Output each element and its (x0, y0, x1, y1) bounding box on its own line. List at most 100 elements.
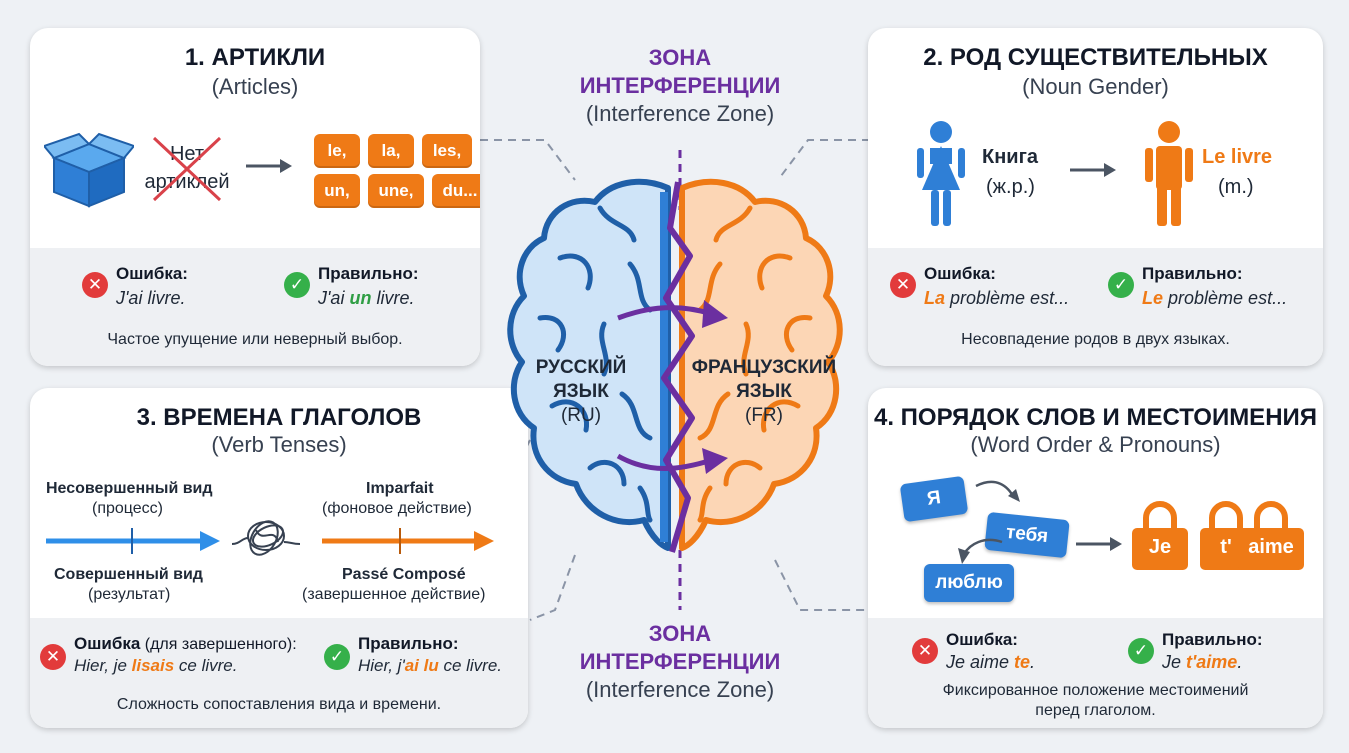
ru-word-lyublyu: люблю (924, 564, 1014, 602)
card-articles-title: 1. АРТИКЛИ (184, 44, 326, 71)
timeline-arrows (46, 528, 494, 554)
card-noun-gender-footer (868, 248, 1323, 366)
error-example-hl: te (1014, 652, 1031, 672)
article-chip-un: un, (314, 174, 360, 208)
error-example-hl: lisais (131, 656, 175, 675)
correct-label: Правильно: (318, 264, 419, 283)
correct-label: Правильно: (1142, 264, 1243, 283)
error-example: Je aime te. (946, 652, 1035, 673)
card-word-order-note-2: перед глаголом. (1035, 702, 1156, 719)
fr-passe-compose-label: Passé Composé (342, 566, 466, 583)
error-label: Ошибка: (116, 264, 188, 283)
arrow-right-icon (1070, 163, 1116, 177)
lock-icon (1132, 501, 1188, 570)
card-verb-tenses-footer (30, 618, 528, 728)
card-word-order-title: 4. ПОРЯДОК СЛОВ И МЕСТОИМЕНИЯ (873, 404, 1318, 431)
article-chip-une: une, (368, 174, 424, 208)
correct-example-pre: Je (1162, 652, 1187, 672)
correct-example-post: livre. (371, 288, 415, 308)
fr-passe-compose-sub: (завершенное действие) (302, 586, 486, 603)
box-icon (44, 132, 134, 208)
zone-top-sub: (Interference Zone) (585, 101, 775, 126)
brain-label-ru: РУССКИЙ ЯЗЫК (RU) (516, 356, 646, 428)
card-word-order-note-1: Фиксированное положение местоимений (942, 682, 1249, 699)
card-verb-tenses-title: 3. ВРЕМЕНА ГЛАГОЛОВ (136, 404, 422, 431)
card-articles-note: Частое упущение или неверный выбор. (107, 331, 403, 348)
card-word-order: 4. ПОРЯДОК СЛОВ И МЕСТОИМЕНИЯ (Word Orde… (868, 388, 1323, 728)
error-icon: ✕ (912, 638, 938, 664)
zone-bottom-sub: (Interference Zone) (585, 677, 775, 702)
brain-fr-line-1: ФРАНЦУЗСКИЙ (691, 357, 837, 378)
cross-out-icon (152, 136, 222, 202)
correct-example-post: . (1237, 652, 1243, 672)
correct-example-pre: J'ai (318, 288, 350, 308)
ru-noun-gender: (ж.р.) (986, 176, 1035, 198)
card-articles-footer (30, 248, 480, 366)
card-articles-subtitle: (Articles) (211, 74, 299, 99)
card-noun-gender: 2. РОД СУЩЕСТВИТЕЛЬНЫХ (Noun Gender) Кни… (868, 28, 1323, 366)
brain-ru-code: (RU) (560, 405, 602, 426)
correct-example: Le problème est... (1142, 288, 1287, 309)
card-articles: 1. АРТИКЛИ (Articles) Нет артиклей le, l… (30, 28, 480, 366)
ru-perfective-sub: (результат) (88, 586, 171, 603)
error-label: Ошибка (для завершенного): (74, 634, 297, 654)
correct-example: J'ai un livre. (318, 288, 414, 309)
article-chip-la: la, (368, 134, 414, 168)
male-person-icon (1145, 121, 1193, 226)
card-verb-tenses-subtitle: (Verb Tenses) (211, 432, 347, 457)
error-label-main: Ошибка (74, 634, 141, 653)
ru-imperfective-sub: (процесс) (92, 500, 163, 517)
ru-noun-word: Книга (982, 146, 1039, 168)
article-chip-les: les, (422, 134, 472, 168)
error-example-pre: Je aime (946, 652, 1015, 672)
article-chip-le: le, (314, 134, 360, 168)
check-icon: ✓ (1108, 272, 1134, 298)
correct-example: Hier, j'ai lu ce livre. (358, 656, 502, 676)
card-word-order-footer (868, 618, 1323, 728)
correct-label: Правильно: (358, 634, 459, 653)
error-icon: ✕ (40, 644, 66, 670)
correct-example-hl: t'aime (1186, 652, 1238, 672)
zone-bottom-line-2: ИНТЕРФЕРЕНЦИИ (579, 649, 781, 674)
error-icon: ✕ (890, 272, 916, 298)
fr-word-je: Je (1148, 536, 1172, 558)
brain-illustration (507, 178, 843, 553)
female-person-icon (917, 121, 965, 226)
correct-example-hl: ai lu (404, 656, 439, 675)
check-icon: ✓ (324, 644, 350, 670)
zone-top-line-1: ЗОНА (648, 45, 712, 70)
error-example-hl: La (924, 288, 946, 308)
arrow-right-icon (1076, 537, 1122, 551)
correct-label: Правильно: (1162, 630, 1263, 649)
error-icon: ✕ (82, 272, 108, 298)
lock-icon (1238, 501, 1304, 570)
error-example: Hier, je lisais ce livre. (74, 656, 237, 676)
correct-example-post: ce livre. (438, 656, 503, 675)
reorder-arrows-icon (958, 480, 1020, 564)
error-example-pre: Hier, je (74, 656, 132, 675)
correct-example: Je t'aime. (1162, 652, 1242, 673)
fr-noun-word: Le livre (1202, 146, 1273, 168)
tangled-knot-icon (231, 520, 301, 556)
article-chip-du: du... (432, 174, 480, 208)
check-icon: ✓ (284, 272, 310, 298)
error-example: J'ai livre. (116, 288, 186, 308)
brain-fr-line-2: ЯЗЫК (736, 381, 792, 402)
error-label-sub: (для завершенного): (140, 636, 297, 653)
error-example: La problème est... (924, 288, 1069, 309)
brain-ru-line-1: РУССКИЙ (535, 357, 627, 378)
card-verb-tenses: 3. ВРЕМЕНА ГЛАГОЛОВ (Verb Tenses) Несове… (30, 388, 528, 728)
fr-imparfait-sub: (фоновое действие) (322, 500, 472, 517)
correct-example-post: problème est... (1163, 288, 1288, 308)
zone-top-line-2: ИНТЕРФЕРЕНЦИИ (579, 73, 781, 98)
card-noun-gender-subtitle: (Noun Gender) (1022, 74, 1169, 99)
card-noun-gender-note: Несовпадение родов в двух языках. (961, 331, 1230, 348)
error-label: Ошибка: (924, 264, 996, 283)
error-example-post: problème est... (945, 288, 1070, 308)
error-example-post: ce livre. (174, 656, 238, 675)
brain-ru-line-2: ЯЗЫК (553, 381, 609, 402)
fr-word-aime: aime (1248, 536, 1294, 558)
fr-noun-gender: (m.) (1218, 176, 1254, 198)
interference-zone-bottom: ЗОНА ИНТЕРФЕРЕНЦИИ (Interference Zone) (545, 620, 815, 704)
brain-fr-code: (FR) (745, 405, 783, 426)
